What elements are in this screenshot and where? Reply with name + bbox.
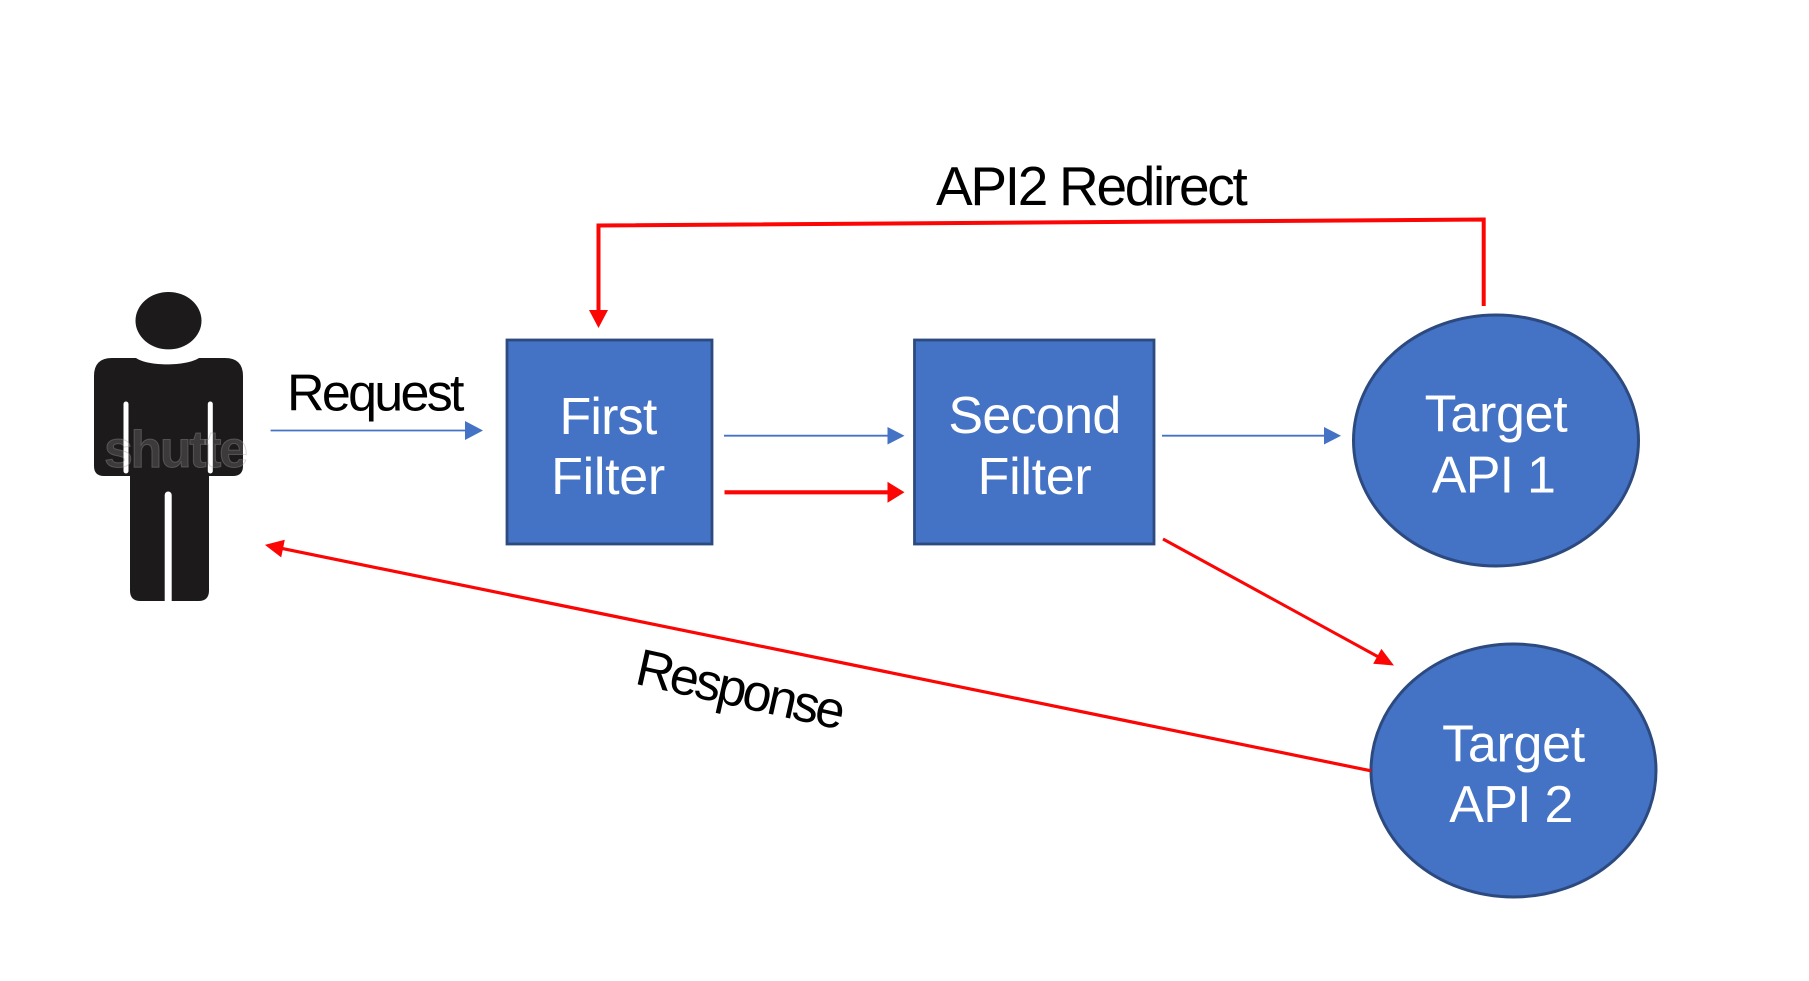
svg-text:First: First (559, 388, 657, 446)
svg-text:shutte: shutte (104, 421, 247, 479)
svg-text:API 1: API 1 (1432, 447, 1555, 505)
svg-text:Request: Request (287, 365, 465, 423)
svg-text:Target: Target (1442, 716, 1586, 774)
svg-text:Filter: Filter (551, 448, 665, 506)
svg-text:Target: Target (1425, 386, 1569, 444)
svg-text:Filter: Filter (978, 448, 1092, 506)
svg-text:Second: Second (948, 387, 1120, 445)
svg-text:API 2: API 2 (1449, 776, 1572, 834)
svg-text:API2 Redirect: API2 Redirect (936, 155, 1247, 217)
